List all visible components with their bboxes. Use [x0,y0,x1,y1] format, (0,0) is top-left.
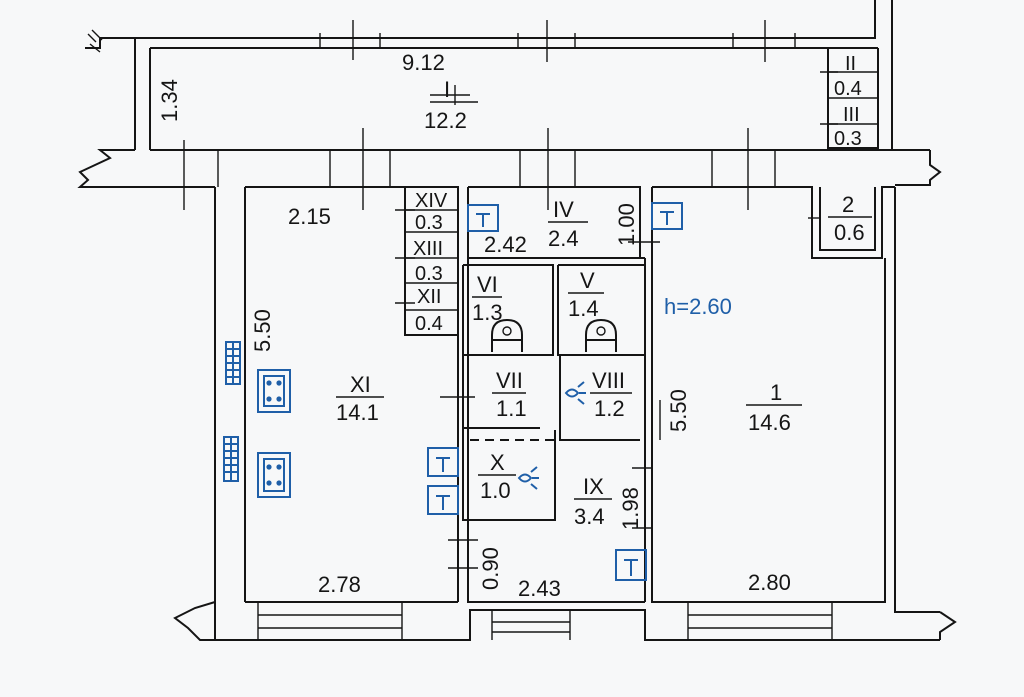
dim-iv-width: 2.42 [484,232,527,257]
room-area-1: 14.6 [748,410,791,435]
room-area-v: 1.4 [568,296,599,321]
dim-center-bottom: 2.43 [518,576,561,601]
sink-icon [467,204,499,232]
room-area-ix: 3.4 [574,504,605,529]
room-number-2: 2 [842,192,854,217]
room-number-xii: XII [417,286,441,308]
room-area-vii: 1.1 [496,396,527,421]
sink-icon [615,549,647,581]
dimension-ticks [430,85,820,569]
room-number-vi: VI [477,272,498,297]
stove-icon [257,369,291,413]
room-number-vii: VII [496,368,523,393]
room-area-viii: 1.2 [594,396,625,421]
corridor-area: 12.2 [424,108,467,133]
corridor-length: 9.12 [402,50,445,75]
dim-ix-side: 1.98 [618,487,643,530]
room-area-ii: 0.4 [834,78,862,100]
room-area-xi: 14.1 [336,400,379,425]
dim-xi-top: 2.15 [288,204,331,229]
dim-room1-bottom: 2.80 [748,570,791,595]
wall-ticks [87,20,796,210]
room-area-iii: 0.3 [834,128,862,150]
closets-right [820,48,878,149]
room-number-xi: XI [350,372,371,397]
water-heater-icon [564,381,586,405]
sink-icon [427,447,459,477]
sink-icon [651,202,683,230]
dim-room1-side: 5.50 [666,389,691,432]
corridor-number: I [444,77,450,102]
room-area-xiii: 0.3 [415,263,443,285]
ceiling-height: h=2.60 [664,294,732,319]
windows [257,602,833,640]
radiator-icon [223,436,239,482]
radiator-icon [225,341,241,385]
room-number-viii: VIII [592,368,625,393]
room-number-iv: IV [553,197,574,222]
water-heater-icon [517,466,539,490]
room-area-2: 0.6 [834,220,865,245]
dim-xi-side: 5.50 [250,309,275,352]
room-number-1: 1 [770,380,782,405]
room-area-x: 1.0 [480,478,511,503]
room-number-x: X [490,450,505,475]
toilet-icon [491,318,523,352]
closets-left [395,187,458,336]
room-area-iv: 2.4 [548,226,579,251]
toilet-icon [585,318,617,352]
room-number-v: V [580,268,595,293]
room-area-xii: 0.4 [415,313,443,335]
sink-icon [427,485,459,515]
room-number-xiii: XIII [413,238,443,260]
stove-icon [257,452,291,498]
room-area-xiv: 0.3 [415,212,443,234]
room-area-vi: 1.3 [472,300,503,325]
room-number-ii: II [845,53,856,75]
dim-xi-bottom: 2.78 [318,572,361,597]
dim-iv-depth: 1.00 [614,203,639,246]
dim-lower-side: 0.90 [478,547,503,590]
room-number-iii: III [843,104,860,126]
room-number-xiv: XIV [415,190,448,212]
walls [77,0,957,641]
room-number-ix: IX [583,474,604,499]
corridor-width: 1.34 [157,79,182,122]
